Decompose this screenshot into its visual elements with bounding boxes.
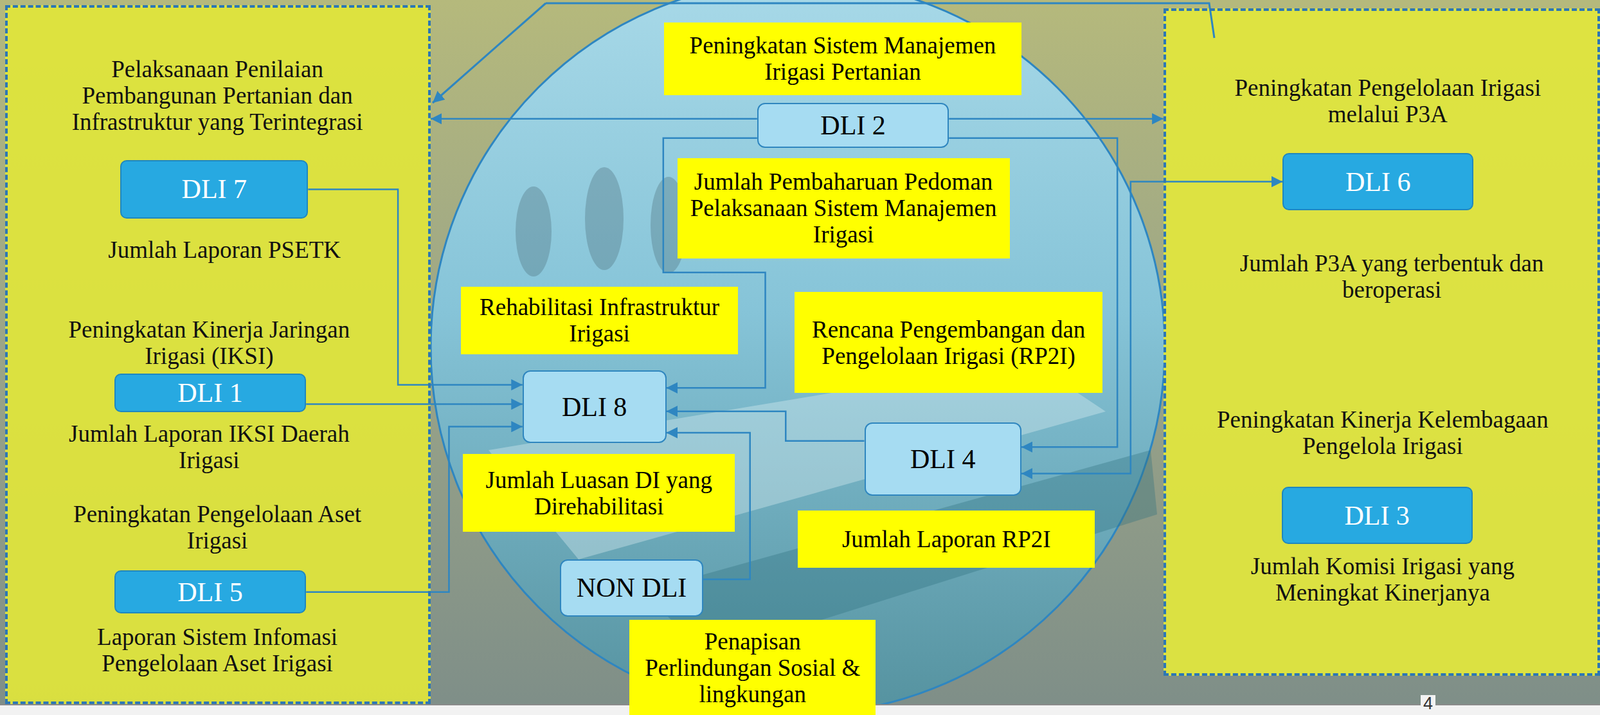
dli-box: DLI 8 — [522, 370, 667, 443]
box-text: Jumlah Pembaharuan Pedoman Pelaksanaan S… — [683, 168, 1004, 248]
text-slot: Jumlah Laporan IKSI Daerah Irigasi — [55, 420, 362, 474]
box-text: NON DLI — [576, 572, 687, 603]
panel-text: Jumlah Laporan IKSI Daerah Irigasi — [55, 420, 362, 474]
label-slot: 4 — [1420, 694, 1436, 713]
panel-text: Laporan Sistem Infomasi Pengelolaan Aset… — [64, 623, 371, 677]
box-text: DLI 4 — [910, 443, 976, 475]
dli-box: DLI 3 — [1281, 486, 1473, 544]
box-text: Rencana Pengembangan dan Pengelolaan Iri… — [800, 316, 1097, 369]
highlight-box: Jumlah Laporan RP2I — [797, 510, 1095, 568]
connector-arrow — [948, 118, 1163, 121]
indicator-panel: DLI 7 DLI 1 DLI 5 Pelaksanaan Penilaian Pem… — [5, 5, 431, 704]
text-slot: Pelaksanaan Penilaian Pembangunan Pertan… — [64, 55, 371, 135]
dli-box: DLI 5 — [114, 570, 306, 614]
connector-arrow — [305, 403, 523, 405]
box-text: DLI 5 — [177, 576, 243, 608]
box-text: DLI 7 — [181, 173, 247, 205]
text-slot: Peningkatan Pengelolaan Irigasi melalui … — [1211, 74, 1565, 128]
dli-box: DLI 1 — [114, 373, 306, 413]
text-slot: Peningkatan Kinerja Jaringan Irigasi (IK… — [55, 316, 362, 369]
right-panel-fill — [1163, 8, 1600, 676]
box-text: DLI 6 — [1345, 166, 1411, 198]
left-panel-fill — [5, 5, 431, 704]
focus-circle — [430, 0, 1165, 715]
box-text: DLI 3 — [1344, 500, 1410, 531]
dli-box: DLI 2 — [757, 102, 949, 148]
box-text: Penapisan Perlindungan Sosial & lingkung… — [641, 628, 864, 708]
page-number: 4 — [1420, 694, 1436, 713]
highlight-box: Jumlah Luasan DI yang Direhabilitasi — [462, 453, 735, 532]
highlight-box: Jumlah Pembaharuan Pedoman Pelaksanaan S… — [677, 158, 1010, 259]
panel-text: Peningkatan Pengelolaan Irigasi melalui … — [1211, 74, 1565, 128]
box-text: Rehabilitasi Infrastruktur Irigasi — [467, 293, 732, 347]
box-text: DLI 2 — [820, 109, 886, 141]
highlight-box: Peningkatan Sistem Manajemen Irigasi Per… — [664, 22, 1022, 96]
text-slot: Jumlah Komisi Irigasi yang Meningkat Kin… — [1206, 552, 1559, 606]
box-text: DLI 8 — [561, 391, 627, 423]
text-slot: Peningkatan Kinerja Kelembagaan Pengelol… — [1206, 406, 1559, 459]
panel-text: Jumlah Laporan PSETK — [71, 236, 378, 263]
connector-arrow — [666, 411, 865, 441]
highlight-box: Penapisan Perlindungan Sosial & lingkung… — [629, 619, 876, 715]
text-slot: Laporan Sistem Infomasi Pengelolaan Aset… — [64, 623, 371, 677]
box-text: Jumlah Laporan RP2I — [842, 525, 1052, 553]
panel-text: Jumlah P3A yang terbentuk dan beroperasi — [1215, 250, 1568, 303]
box-text: DLI 1 — [177, 377, 243, 409]
dli-box: DLI 6 — [1282, 152, 1474, 211]
text-slot: Jumlah Laporan PSETK — [71, 236, 378, 263]
text-slot: Peningkatan Pengelolaan Aset Irigasi — [64, 500, 371, 554]
panel-text: Pelaksanaan Penilaian Pembangunan Pertan… — [64, 55, 371, 135]
panel-text: Peningkatan Kinerja Jaringan Irigasi (IK… — [55, 316, 362, 369]
panel-text: Peningkatan Kinerja Kelembagaan Pengelol… — [1206, 406, 1559, 459]
highlight-box: Rencana Pengembangan dan Pengelolaan Iri… — [794, 291, 1103, 393]
indicator-panel: DLI 6 DLI 3 Peningkatan Pengelolaan Irigas… — [1163, 8, 1600, 676]
workers — [515, 167, 687, 277]
box-text: Peningkatan Sistem Manajemen Irigasi Per… — [670, 32, 1016, 85]
panel-text: Peningkatan Pengelolaan Aset Irigasi — [64, 500, 371, 554]
box-text: Jumlah Luasan DI yang Direhabilitasi — [469, 466, 729, 520]
dli-box: NON DLI — [559, 559, 703, 617]
top-wire-arrow — [432, 3, 546, 103]
connector-arrow — [430, 118, 758, 121]
dli-box: DLI 4 — [864, 422, 1022, 496]
panel-text: Jumlah Komisi Irigasi yang Meningkat Kin… — [1206, 552, 1559, 606]
highlight-box: Rehabilitasi Infrastruktur Irigasi — [460, 286, 738, 355]
dli-box: DLI 7 — [120, 160, 308, 218]
text-slot: Jumlah P3A yang terbentuk dan beroperasi — [1215, 250, 1568, 303]
